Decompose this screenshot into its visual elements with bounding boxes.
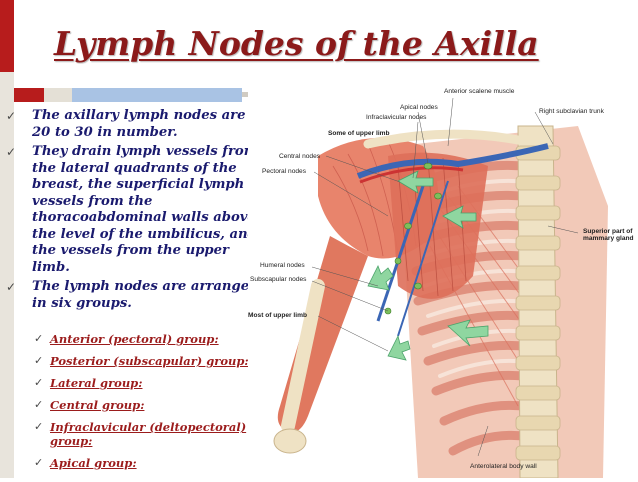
label-some-upper-limb: Some of upper limb [328, 130, 390, 137]
bullet-item: ✓ The axillary lymph nodes are 20 to 30 i… [6, 108, 268, 141]
bullet-text: The axillary lymph nodes are 20 to 30 in… [32, 108, 246, 140]
group-item: ✓ Central group: [34, 398, 269, 412]
group-text: Lateral group: [50, 376, 143, 390]
group-item: ✓ Lateral group: [34, 376, 269, 390]
axilla-anatomy-figure: Anterior scalene muscle Apical nodes Rig… [248, 86, 638, 479]
check-icon: ✓ [34, 398, 44, 411]
left-accent-red [0, 0, 14, 72]
bullet-text: The lymph nodes are arranged in six grou… [32, 279, 259, 311]
bullet-item: ✓ They drain lymph vessels from the later… [6, 144, 268, 276]
check-icon: ✓ [6, 280, 17, 294]
slide-title: Lymph Nodes of the Axilla [54, 24, 539, 63]
label-superior-mammary: Superior part of mammary gland [583, 228, 634, 242]
group-item: ✓ Infraclavicular (deltopectoral) group: [34, 420, 269, 448]
check-icon: ✓ [6, 145, 17, 159]
label-right-subclavian: Right subclavian trunk [539, 108, 604, 115]
group-text: Central group: [50, 398, 145, 412]
check-icon: ✓ [34, 456, 44, 469]
group-text: Apical group: [50, 456, 137, 470]
bullet-list: ✓ The axillary lymph nodes are 20 to 30 i… [6, 108, 268, 315]
check-icon: ✓ [34, 354, 44, 367]
label-anterior-scalene: Anterior scalene muscle [444, 88, 515, 95]
label-central-nodes: Central nodes [279, 153, 321, 160]
label-pectoral-nodes: Pectoral nodes [262, 168, 306, 175]
title-stripe-beige [44, 88, 72, 102]
check-icon: ✓ [34, 376, 44, 389]
group-list: ✓ Anterior (pectoral) group: ✓ Posterior (… [34, 332, 269, 478]
label-humeral-nodes: Humeral nodes [260, 262, 305, 269]
check-icon: ✓ [34, 332, 44, 345]
anatomy-illustration [248, 86, 638, 479]
check-icon: ✓ [34, 420, 44, 433]
label-most-upper-limb: Most of upper limb [248, 312, 307, 319]
bullet-text: They drain lymph vessels from the latera… [32, 144, 258, 275]
label-anterolateral-wall: Anterolateral body wall [470, 463, 537, 470]
check-icon: ✓ [6, 109, 17, 123]
group-text: Posterior (subscapular) group: [50, 354, 249, 368]
group-text: Anterior (pectoral) group: [50, 332, 219, 346]
label-subscapular-nodes: Subscapular nodes [250, 276, 307, 283]
label-apical-nodes: Apical nodes [400, 104, 438, 111]
label-infraclavicular-nodes: Infraclavicular nodes [366, 114, 427, 121]
title-stripe-blue [72, 88, 242, 102]
group-item: ✓ Posterior (subscapular) group: [34, 354, 269, 368]
group-item: ✓ Apical group: [34, 456, 269, 470]
bullet-item: ✓ The lymph nodes are arranged in six gro… [6, 279, 268, 312]
title-stripe-red [14, 88, 44, 102]
group-text: Infraclavicular (deltopectoral) group: [50, 420, 247, 448]
left-accent-bar [0, 0, 14, 478]
group-item: ✓ Anterior (pectoral) group: [34, 332, 269, 346]
